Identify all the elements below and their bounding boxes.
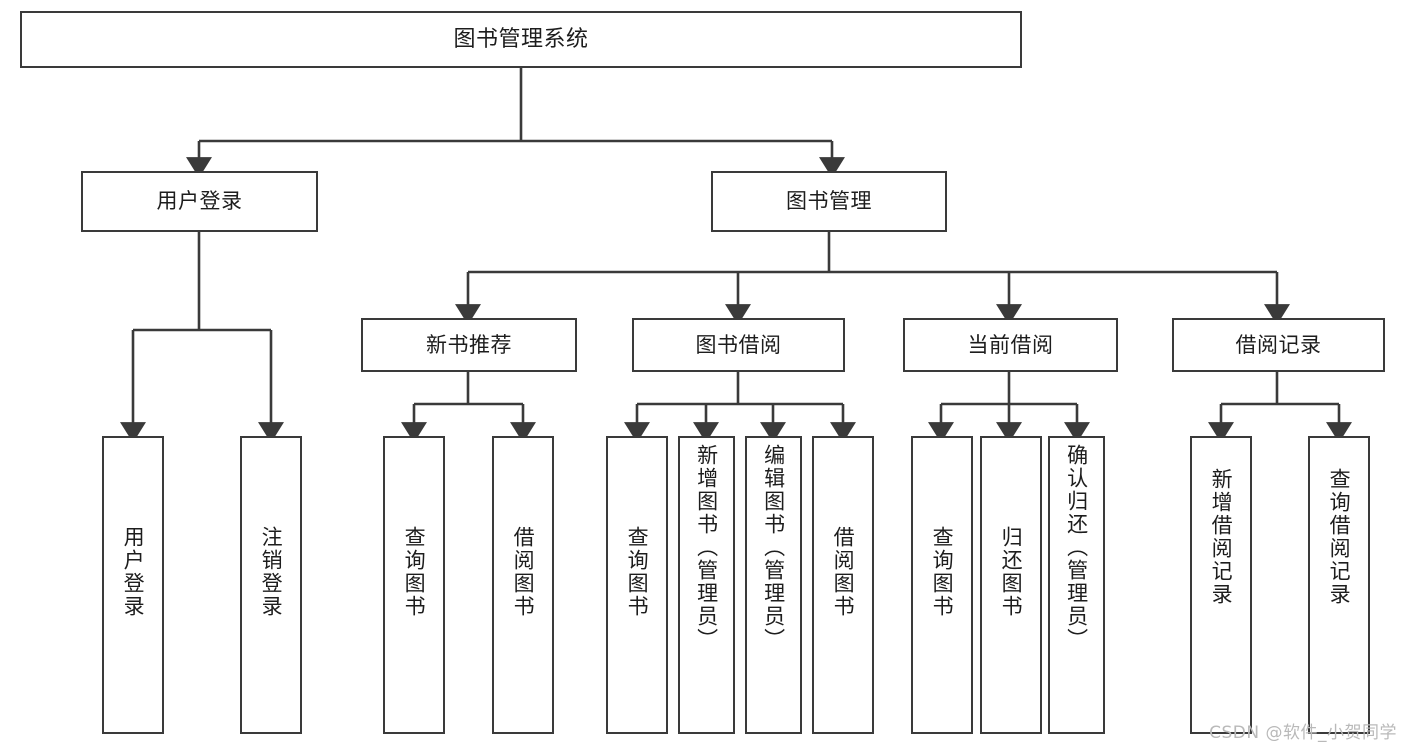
leaf-recommend-query-book[interactable]: 查询图书 <box>383 436 445 734</box>
leaf-current-query-book-label: 查询图书 <box>930 526 955 618</box>
node-user-login-label: 用户登录 <box>156 189 243 213</box>
leaf-add-book-admin[interactable]: 新增图书（管理员） <box>678 436 735 734</box>
leaf-user-login[interactable]: 用户登录 <box>102 436 164 734</box>
leaf-confirm-return-admin-label: 确认归还（管理员） <box>1064 444 1089 651</box>
node-book-borrow-label: 图书借阅 <box>695 332 782 357</box>
csdn-watermark: CSDN @软件_小贺同学 <box>1209 723 1397 743</box>
leaf-return-book-label: 归还图书 <box>999 526 1024 618</box>
node-root[interactable]: 图书管理系统 <box>20 11 1022 68</box>
leaf-recommend-borrow-book-label: 借阅图书 <box>511 526 536 618</box>
node-current-borrow[interactable]: 当前借阅 <box>903 318 1118 372</box>
leaf-query-borrow-record-label: 查询借阅记录 <box>1327 468 1352 606</box>
leaf-add-borrow-record[interactable]: 新增借阅记录 <box>1190 436 1252 734</box>
leaf-borrow-borrow-book[interactable]: 借阅图书 <box>812 436 874 734</box>
leaf-current-query-book[interactable]: 查询图书 <box>911 436 973 734</box>
node-borrow-record-label: 借阅记录 <box>1235 332 1322 357</box>
node-borrow-record[interactable]: 借阅记录 <box>1172 318 1385 372</box>
leaf-confirm-return-admin[interactable]: 确认归还（管理员） <box>1048 436 1105 734</box>
node-user-login[interactable]: 用户登录 <box>81 171 318 232</box>
leaf-recommend-borrow-book[interactable]: 借阅图书 <box>492 436 554 734</box>
leaf-user-login-label: 用户登录 <box>121 526 146 618</box>
leaf-borrow-query-book[interactable]: 查询图书 <box>606 436 668 734</box>
leaf-add-borrow-record-label: 新增借阅记录 <box>1209 468 1234 606</box>
node-new-book-recommend[interactable]: 新书推荐 <box>361 318 577 372</box>
node-new-book-recommend-label: 新书推荐 <box>426 332 512 357</box>
leaf-recommend-query-book-label: 查询图书 <box>402 526 427 618</box>
leaf-edit-book-admin-label: 编辑图书（管理员） <box>761 444 786 651</box>
leaf-borrow-query-book-label: 查询图书 <box>625 526 650 618</box>
leaf-borrow-borrow-book-label: 借阅图书 <box>831 526 856 618</box>
node-book-management[interactable]: 图书管理 <box>711 171 947 232</box>
node-current-borrow-label: 当前借阅 <box>967 332 1054 357</box>
leaf-add-book-admin-label: 新增图书（管理员） <box>694 444 719 651</box>
leaf-edit-book-admin[interactable]: 编辑图书（管理员） <box>745 436 802 734</box>
node-book-management-label: 图书管理 <box>786 189 872 213</box>
node-book-borrow[interactable]: 图书借阅 <box>632 318 845 372</box>
leaf-logout-label: 注销登录 <box>259 526 284 618</box>
leaf-query-borrow-record[interactable]: 查询借阅记录 <box>1308 436 1370 734</box>
leaf-logout[interactable]: 注销登录 <box>240 436 302 734</box>
leaf-return-book[interactable]: 归还图书 <box>980 436 1042 734</box>
node-root-label: 图书管理系统 <box>453 26 589 52</box>
